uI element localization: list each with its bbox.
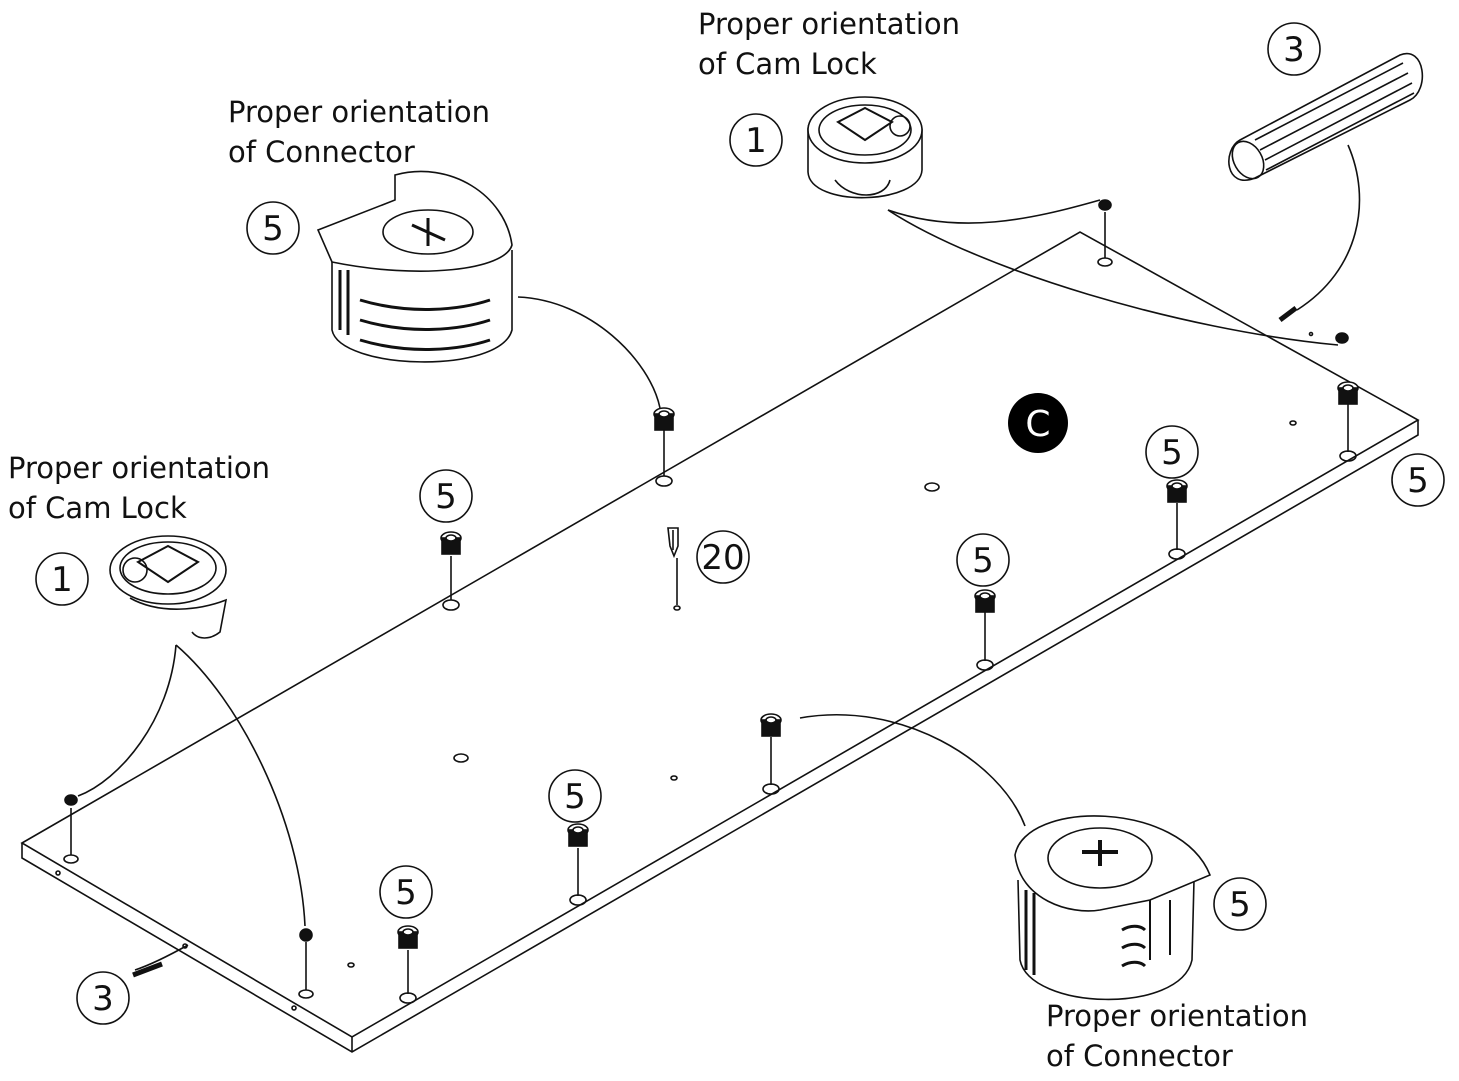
- connector-detail-top-icon: [316, 170, 513, 363]
- callout-connector-1: 5: [1161, 433, 1183, 473]
- callout-cam-lock-top: 1: [745, 121, 767, 161]
- note-line: of Connector: [228, 135, 415, 169]
- callout-connector-2: 5: [972, 541, 994, 581]
- note-connector-top: Proper orientation of Connector: [228, 92, 490, 172]
- note-line: of Connector: [1046, 1039, 1233, 1073]
- note-line: Proper orientation: [228, 95, 491, 129]
- nail-icon: [667, 527, 679, 559]
- dowel-small-icon: [132, 306, 1298, 978]
- callout-dowel-top: 3: [1283, 30, 1305, 70]
- callout-connector-right-end: 5: [1407, 461, 1429, 501]
- callout-dowel-bottom: 3: [92, 979, 114, 1019]
- note-line: Proper orientation: [1046, 999, 1309, 1033]
- callout-connector-5: 5: [395, 873, 417, 913]
- panel-badge: [1008, 393, 1068, 453]
- guide-stems: [70, 212, 1349, 994]
- connector-detail-bottom-icon: [1014, 815, 1212, 1001]
- note-line: Proper orientation: [8, 451, 271, 485]
- panel-board: [20, 231, 1420, 1053]
- dowel-detail-icon: [1228, 52, 1424, 181]
- callout-connector-3: 5: [435, 477, 457, 517]
- note-cam-lock-left: Proper orientation of Cam Lock: [8, 448, 270, 528]
- callout-cam-lock-left: 1: [51, 560, 73, 600]
- leader-lines: [77, 144, 1361, 971]
- small-cam-locks: [64, 199, 1349, 942]
- callout-connector-4: 5: [564, 777, 586, 817]
- callout-connector-detail-bottom: 5: [1229, 885, 1251, 925]
- small-connectors: [397, 381, 1359, 949]
- note-connector-bottom: Proper orientation of Connector: [1046, 996, 1308, 1076]
- callout-circles: [35, 22, 1445, 1025]
- panel-badge-label: C: [1025, 404, 1050, 445]
- cam-lock-detail-top-icon: [807, 96, 923, 199]
- note-cam-lock-top: Proper orientation of Cam Lock: [698, 4, 960, 84]
- callout-nail: 20: [701, 538, 744, 578]
- note-line: Proper orientation: [698, 7, 961, 41]
- cam-lock-detail-left-icon: [109, 535, 228, 639]
- note-line: of Cam Lock: [8, 491, 187, 525]
- callout-connector-detail-top: 5: [262, 209, 284, 249]
- note-line: of Cam Lock: [698, 47, 877, 81]
